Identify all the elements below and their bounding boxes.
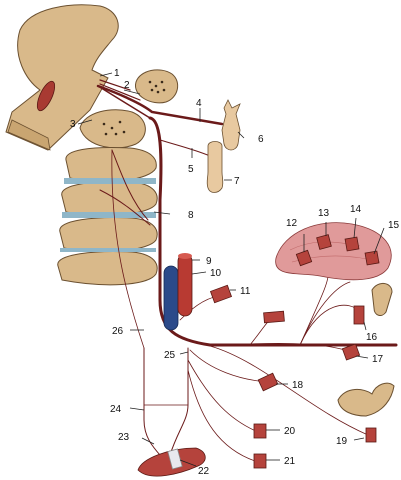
label-26: 26 bbox=[112, 326, 124, 337]
bottom-muscle bbox=[137, 447, 206, 477]
label-8: 8 bbox=[188, 210, 194, 221]
muscle-14 bbox=[344, 236, 360, 252]
label-19: 19 bbox=[336, 436, 348, 447]
lower-bone bbox=[337, 382, 395, 417]
label-10: 10 bbox=[210, 268, 222, 279]
jaw-bone-fragment bbox=[371, 283, 393, 316]
label-18: 18 bbox=[292, 380, 304, 391]
label-17: 17 bbox=[372, 354, 384, 365]
muscle-11 bbox=[209, 284, 233, 304]
leader-lines bbox=[77, 72, 385, 467]
skull-bone bbox=[5, 4, 119, 151]
label-5: 5 bbox=[188, 164, 194, 175]
label-7: 7 bbox=[234, 176, 240, 187]
muscle-near-11 bbox=[263, 310, 285, 324]
muscle-15 bbox=[364, 250, 380, 266]
number-labels: 1 2 3 4 5 6 7 8 9 10 11 12 13 14 15 16 1… bbox=[70, 68, 400, 477]
label-11: 11 bbox=[240, 286, 251, 297]
label-4: 4 bbox=[196, 98, 202, 109]
label-25: 25 bbox=[164, 350, 176, 361]
label-22: 22 bbox=[198, 466, 210, 477]
muscle-20 bbox=[253, 423, 267, 439]
muscle-16 bbox=[353, 305, 365, 325]
muscle-12 bbox=[295, 249, 313, 267]
label-15: 15 bbox=[388, 220, 400, 231]
muscle-18 bbox=[257, 372, 279, 392]
label-12: 12 bbox=[286, 218, 298, 229]
muscle-21 bbox=[253, 453, 267, 469]
vertebral-column bbox=[57, 147, 158, 286]
label-2: 2 bbox=[124, 80, 130, 91]
label-6: 6 bbox=[258, 134, 264, 145]
head-muscle bbox=[36, 80, 56, 112]
label-9: 9 bbox=[206, 256, 212, 267]
label-1: 1 bbox=[114, 68, 120, 79]
small-bone-top bbox=[135, 69, 179, 104]
muscle-13 bbox=[316, 234, 332, 250]
label-14: 14 bbox=[350, 204, 362, 215]
muscle-19 bbox=[365, 427, 377, 443]
label-13: 13 bbox=[318, 208, 330, 219]
artery bbox=[177, 253, 193, 317]
label-3: 3 bbox=[70, 119, 76, 130]
label-20: 20 bbox=[284, 426, 296, 437]
band bbox=[167, 448, 183, 470]
blood-vessels bbox=[163, 253, 193, 331]
structure-6 bbox=[221, 99, 241, 151]
label-23: 23 bbox=[118, 432, 130, 443]
label-24: 24 bbox=[110, 404, 122, 415]
muscle-17 bbox=[341, 343, 361, 361]
structure-7 bbox=[206, 141, 224, 193]
vein bbox=[163, 265, 179, 331]
muscle-blocks bbox=[209, 234, 380, 469]
vertebra-top bbox=[79, 109, 146, 149]
label-16: 16 bbox=[366, 332, 378, 343]
label-21: 21 bbox=[284, 456, 296, 467]
